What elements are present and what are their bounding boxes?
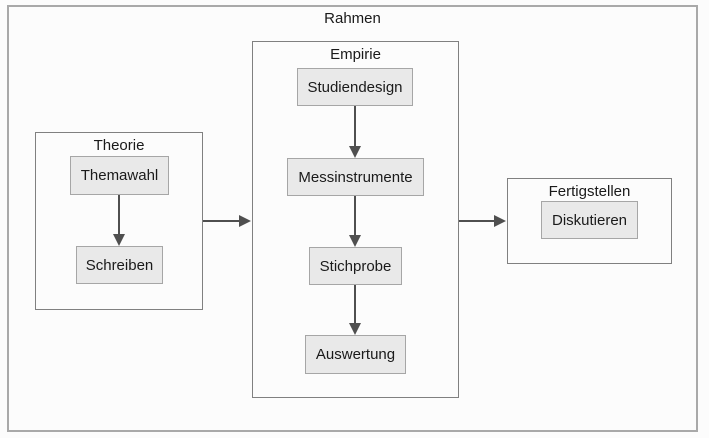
node-auswertung: Auswertung [305,335,406,374]
node-stichprobe: Stichprobe [309,247,402,285]
group-title-fertigstellen: Fertigstellen [548,183,631,200]
node-diskutieren: Diskutieren [541,201,638,239]
group-title-theorie: Theorie [93,137,145,154]
group-fertigstellen: Fertigstellen [507,178,672,264]
frame-rahmen [7,5,698,432]
frame-title: Rahmen [324,10,381,27]
node-schreiben: Schreiben [76,246,163,284]
node-messinstrumente: Messinstrumente [287,158,424,196]
group-empirie: Empirie [252,41,459,398]
group-title-empirie: Empirie [330,46,381,63]
group-theorie: Theorie [35,132,203,310]
node-themawahl: Themawahl [70,156,169,195]
node-studiendesign: Studiendesign [297,68,413,106]
